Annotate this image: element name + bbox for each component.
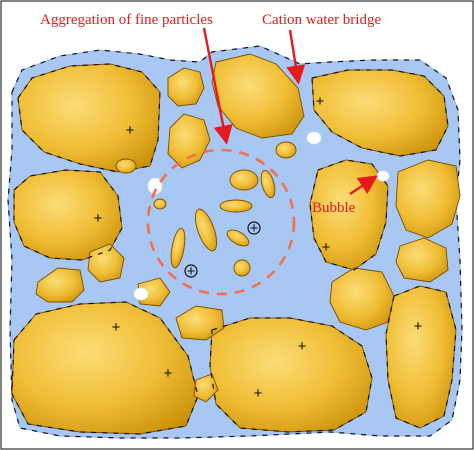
aggregation-label: Aggregation of fine particles xyxy=(40,12,213,28)
outer-charge-outline xyxy=(7,45,463,439)
particle-top-small-a xyxy=(167,67,205,107)
plus-marker: + xyxy=(414,318,423,335)
plus-marker: + xyxy=(254,385,263,402)
plus-marker: + xyxy=(316,93,325,110)
fine-particle xyxy=(226,229,250,247)
fine-particle xyxy=(260,169,276,199)
water-bridge-label: Cation water bridge xyxy=(262,12,381,28)
fine-particle xyxy=(170,227,186,269)
svg-text:+: + xyxy=(250,220,259,237)
bubbles xyxy=(133,131,390,301)
bubble xyxy=(133,287,149,301)
svg-text:+: + xyxy=(187,263,196,280)
circled-plus-marker: + xyxy=(247,220,261,237)
fine-particle xyxy=(115,158,137,174)
plus-marker: + xyxy=(94,210,103,227)
particle-charge-edges xyxy=(11,63,457,435)
fine-particle xyxy=(233,259,251,277)
particle-lower-small-b xyxy=(137,277,171,307)
fine-particle xyxy=(153,198,167,210)
particle-lower-small-c xyxy=(193,373,219,403)
fine-particle xyxy=(194,208,218,252)
plus-marker: + xyxy=(164,365,173,382)
particle-mid-left xyxy=(35,267,85,303)
fine-particle xyxy=(229,169,259,191)
fine-particle-charges: + + xyxy=(184,220,261,280)
plus-marker: + xyxy=(126,122,135,139)
fine-particle xyxy=(219,199,253,213)
bubble-arrow xyxy=(349,175,378,195)
particle-mid-right-rock xyxy=(329,267,395,331)
plus-marker: + xyxy=(322,239,331,256)
particle-left-small xyxy=(87,243,125,283)
fine-particle xyxy=(275,141,297,159)
particle-top-center xyxy=(211,53,305,139)
charge-markers: + + + + + + + + + xyxy=(94,93,423,402)
bubble xyxy=(376,170,390,182)
plus-marker: + xyxy=(112,319,121,336)
aggregation-arrow xyxy=(202,27,233,145)
water-bridge-arrow xyxy=(286,29,306,85)
bubble xyxy=(306,131,322,145)
bubble-label: Bubble xyxy=(312,200,356,216)
particle-far-right-lower xyxy=(385,285,457,429)
fine-particles xyxy=(115,141,297,277)
circled-plus-marker: + xyxy=(184,263,198,280)
annotation-arrows xyxy=(202,27,378,195)
particle-top-small-b xyxy=(167,113,211,169)
particle-right-small xyxy=(395,237,449,283)
particle-far-right xyxy=(395,159,461,239)
aggregation-circle xyxy=(146,148,296,296)
plus-marker: + xyxy=(298,338,307,355)
